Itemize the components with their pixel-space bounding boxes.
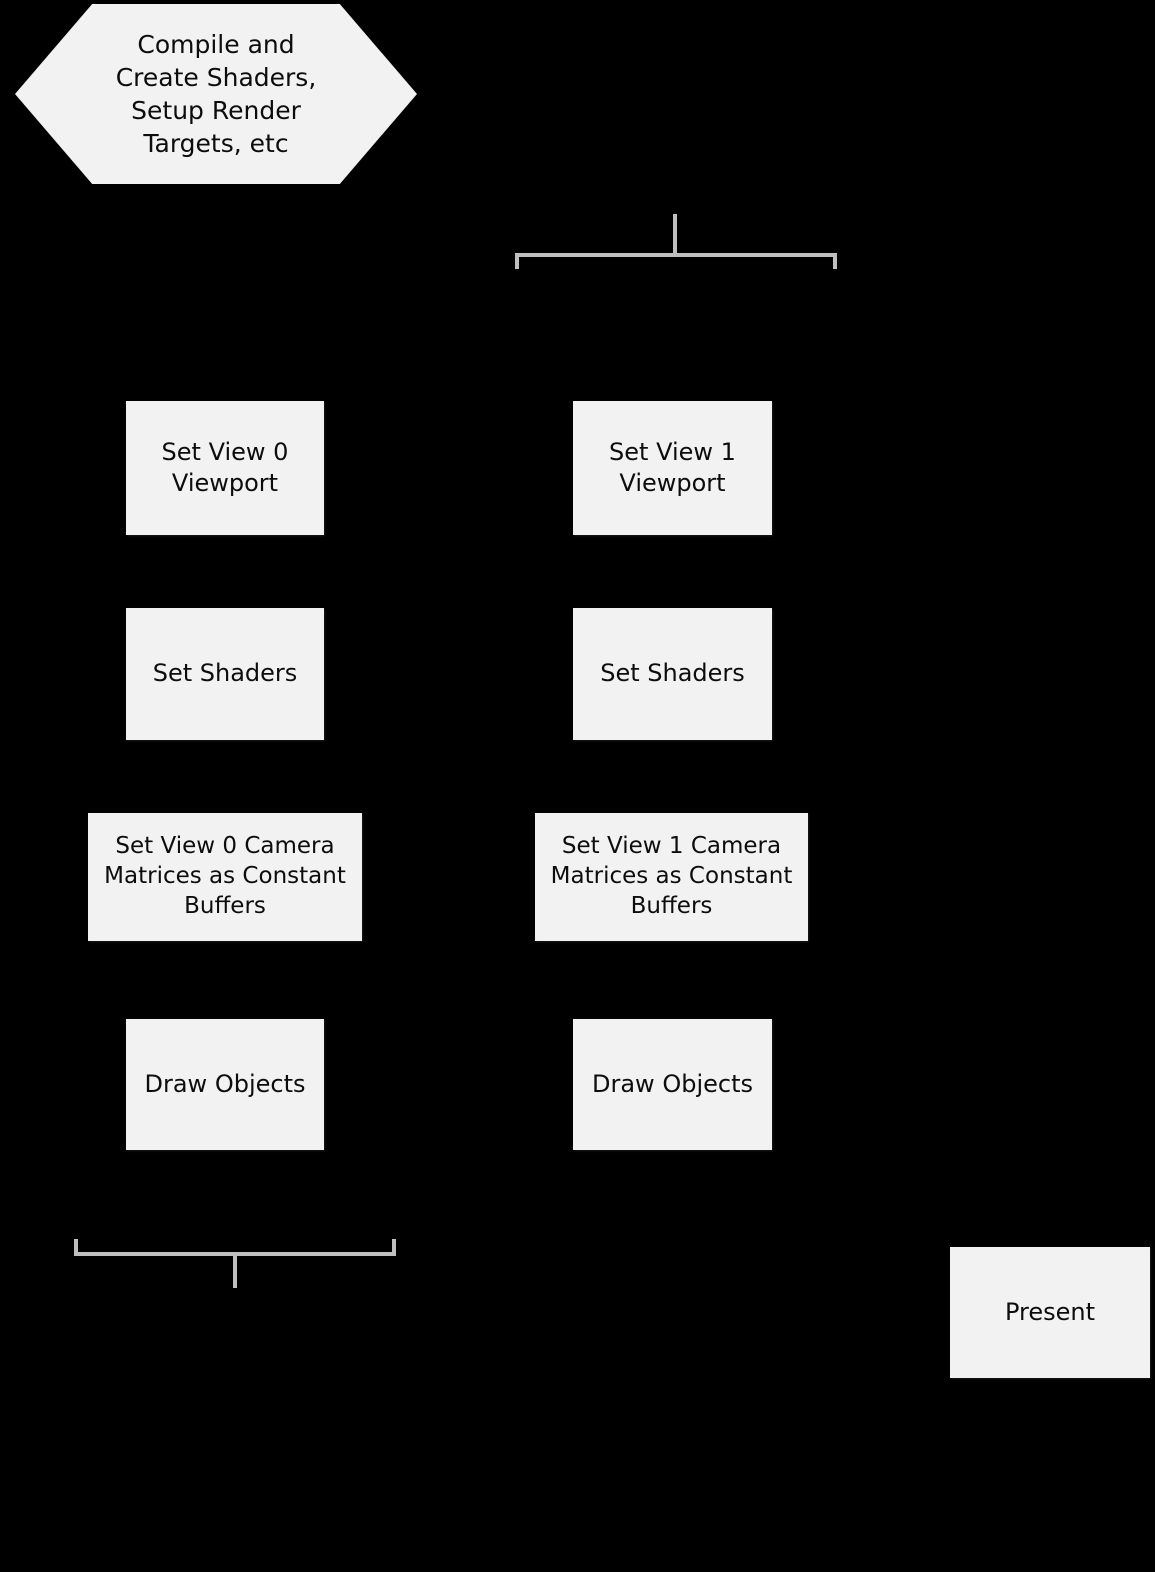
- node-view1-camera-matrices-label: Set View 1 Camera Matrices as Constant B…: [550, 833, 793, 919]
- node-set-view0-viewport-label: Set View 0 Viewport: [161, 437, 289, 497]
- node-set-view1-viewport-label: Set View 1 Viewport: [609, 437, 736, 497]
- node-view0-camera-matrices[interactable]: Set View 0 Camera Matrices as Constant B…: [88, 813, 362, 941]
- node-setup-shaders-label: Compile and Create Shaders, Setup Render…: [115, 29, 317, 159]
- node-view0-camera-matrices-label: Set View 0 Camera Matrices as Constant B…: [104, 833, 346, 919]
- node-view0-set-shaders[interactable]: Set Shaders: [126, 608, 324, 740]
- node-set-view1-viewport[interactable]: Set View 1 Viewport: [573, 401, 772, 535]
- merge-connector-stem: [233, 1252, 237, 1288]
- split-connector-left-tick: [515, 253, 519, 269]
- node-view1-set-shaders[interactable]: Set Shaders: [573, 608, 772, 740]
- node-set-view0-viewport[interactable]: Set View 0 Viewport: [126, 401, 324, 535]
- node-present[interactable]: Present: [950, 1247, 1150, 1378]
- split-connector-right-tick: [833, 253, 837, 269]
- node-view1-camera-matrices[interactable]: Set View 1 Camera Matrices as Constant B…: [535, 813, 808, 941]
- merge-connector-right-tick: [392, 1239, 396, 1256]
- node-setup-shaders[interactable]: Compile and Create Shaders, Setup Render…: [15, 4, 417, 184]
- node-view1-set-shaders-label: Set Shaders: [600, 659, 745, 688]
- split-connector-bar: [515, 253, 837, 257]
- node-view0-draw-objects-label: Draw Objects: [144, 1069, 306, 1098]
- node-view0-draw-objects[interactable]: Draw Objects: [126, 1019, 324, 1150]
- split-connector-stem: [673, 214, 677, 257]
- node-view0-set-shaders-label: Set Shaders: [152, 659, 298, 688]
- node-view1-draw-objects[interactable]: Draw Objects: [573, 1019, 772, 1150]
- node-view1-draw-objects-label: Draw Objects: [592, 1069, 753, 1098]
- merge-connector-left-tick: [74, 1239, 78, 1256]
- node-present-label: Present: [1004, 1297, 1096, 1326]
